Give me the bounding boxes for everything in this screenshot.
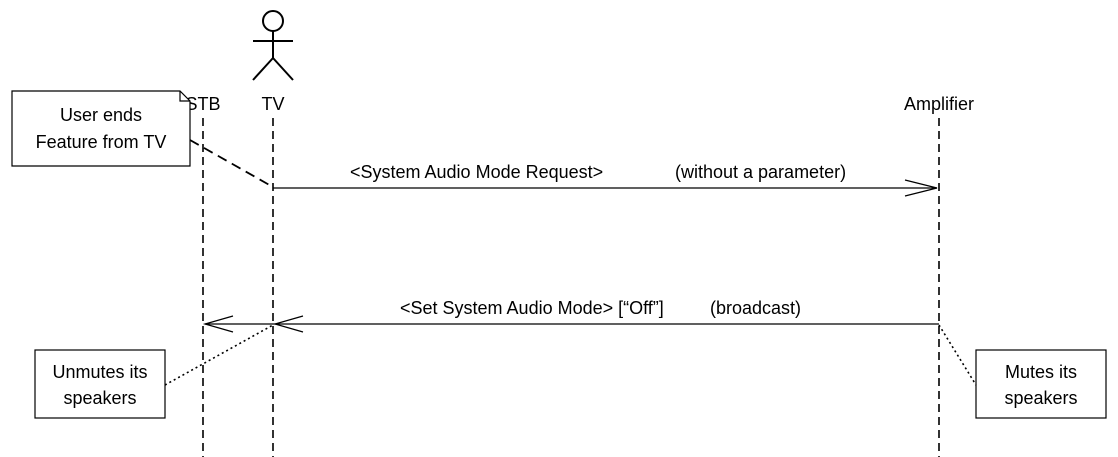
note-unmutes: Unmutes its speakers xyxy=(34,349,166,419)
lifeline-tv-label: TV xyxy=(261,94,284,114)
note-mutes-connector xyxy=(938,324,977,386)
message-request-note: (without a parameter) xyxy=(675,162,846,182)
message-set-arrowhead-tv xyxy=(272,315,304,333)
note-user-ends-line1: User ends xyxy=(60,105,142,125)
message-set-label: <Set System Audio Mode> [“Off”] xyxy=(400,298,664,318)
tv-actor-icon xyxy=(252,10,294,81)
message-request-arrowhead xyxy=(904,179,938,197)
lifeline-stb-label: STB xyxy=(185,94,220,114)
note-mutes-line2: speakers xyxy=(1004,388,1077,408)
note-unmutes-connector xyxy=(164,324,274,386)
note-mutes-line1: Mutes its xyxy=(1005,362,1077,382)
lifeline-amplifier-label: Amplifier xyxy=(904,94,974,114)
note-unmutes-line1: Unmutes its xyxy=(52,362,147,382)
message-set-arrowhead-stb xyxy=(202,315,234,333)
note-unmutes-line2: speakers xyxy=(63,388,136,408)
note-user-ends-line2: Feature from TV xyxy=(36,132,167,152)
note-user-ends: User ends Feature from TV xyxy=(11,90,191,167)
note-mutes: Mutes its speakers xyxy=(975,349,1107,419)
message-set-note: (broadcast) xyxy=(710,298,801,318)
message-request-label: <System Audio Mode Request> xyxy=(350,162,603,182)
